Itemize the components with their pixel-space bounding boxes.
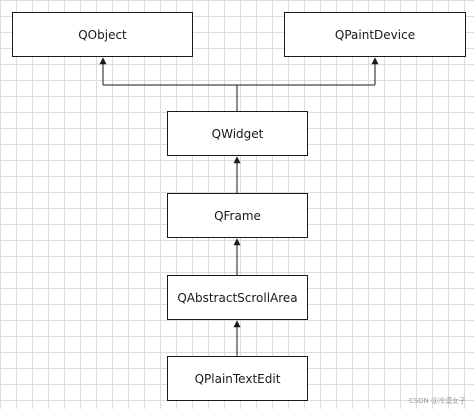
node-qplaintextedit: QPlainTextEdit	[167, 356, 308, 401]
node-qwidget-label: QWidget	[211, 126, 264, 141]
node-qobject: QObject	[12, 12, 193, 57]
node-qwidget: QWidget	[167, 111, 308, 156]
node-qpaintdevice-label: QPaintDevice	[334, 27, 416, 42]
node-qframe-label: QFrame	[214, 208, 261, 223]
node-qabstractscrollarea: QAbstractScrollArea	[167, 275, 308, 320]
watermark: CSDN @冷漠女子	[408, 397, 466, 405]
node-qframe: QFrame	[167, 193, 308, 238]
node-qobject-label: QObject	[78, 27, 127, 42]
node-qabstractscrollarea-label: QAbstractScrollArea	[177, 290, 298, 305]
node-qpaintdevice: QPaintDevice	[284, 12, 466, 57]
node-qplaintextedit-label: QPlainTextEdit	[194, 371, 281, 386]
